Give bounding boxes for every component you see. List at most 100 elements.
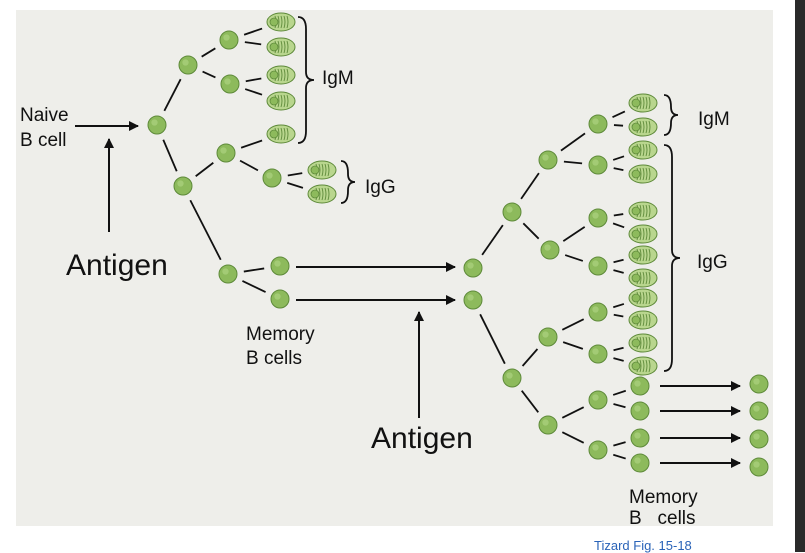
plasma-cell-er-stripe bbox=[318, 163, 321, 177]
b-cell-icon bbox=[218, 264, 238, 284]
plasma-cell-icon bbox=[628, 268, 658, 288]
b-cell-icon bbox=[502, 368, 522, 388]
plasma-cell-er-stripe bbox=[280, 127, 283, 141]
branch-line bbox=[613, 303, 625, 309]
branch-line bbox=[612, 155, 625, 161]
plasma-cell-er-stripe bbox=[645, 313, 648, 327]
branch-line bbox=[520, 172, 540, 200]
cell-highlight bbox=[592, 159, 599, 166]
plasma-cell-body bbox=[628, 164, 658, 184]
b-cell-icon bbox=[630, 376, 650, 396]
memory-b-cells-label-secondary-line2: B cells bbox=[629, 508, 696, 529]
branch-line bbox=[613, 313, 624, 318]
memory-b-cells-label-primary-line2: B cells bbox=[246, 348, 302, 369]
b-cell-icon bbox=[262, 168, 282, 188]
b-cell-icon bbox=[588, 302, 608, 322]
branch-line bbox=[613, 258, 624, 264]
plasma-cell-body bbox=[266, 124, 296, 144]
plasma-cell-nucleus bbox=[631, 315, 641, 325]
plasma-cell-er-stripe bbox=[286, 15, 289, 29]
plasma-cell-er-stripe bbox=[645, 120, 648, 134]
plasma-cell-icon bbox=[628, 288, 658, 308]
igg-primary-brace bbox=[340, 160, 356, 204]
b-cell-icon bbox=[463, 290, 483, 310]
b-cell-icon bbox=[588, 344, 608, 364]
plasma-cell-er-stripe bbox=[639, 291, 642, 305]
branch-line bbox=[613, 441, 626, 447]
b-cell-icon bbox=[749, 374, 769, 394]
cell-highlight bbox=[266, 172, 273, 179]
plasma-cell-icon bbox=[628, 333, 658, 353]
plasma-cell-er-stripe bbox=[283, 68, 286, 82]
plasma-cell-body bbox=[628, 93, 658, 113]
plasma-cell-body bbox=[628, 201, 658, 221]
plasma-cell-er-stripe bbox=[286, 94, 289, 108]
plasma-cell-icon bbox=[628, 245, 658, 265]
cell-highlight bbox=[223, 34, 230, 41]
plasma-cell-icon bbox=[628, 93, 658, 113]
b-cell-icon bbox=[749, 429, 769, 449]
antigen-label-primary: Antigen bbox=[66, 249, 168, 282]
plasma-cell-nucleus bbox=[631, 169, 641, 179]
plasma-cell-er-stripe bbox=[645, 227, 648, 241]
branch-line bbox=[612, 110, 626, 119]
plasma-cell-er-stripe bbox=[648, 167, 651, 181]
plasma-cell-er-stripe bbox=[318, 187, 321, 201]
igm-secondary-brace bbox=[663, 94, 679, 136]
branch-line bbox=[286, 182, 304, 189]
b-cell-icon bbox=[270, 289, 290, 309]
plasma-cell-er-stripe bbox=[324, 163, 327, 177]
cell-highlight bbox=[592, 212, 599, 219]
plasma-cell-nucleus bbox=[631, 229, 641, 239]
cell-highlight bbox=[274, 260, 281, 267]
branch-line bbox=[195, 162, 214, 177]
plasma-cell-icon bbox=[628, 164, 658, 184]
plasma-cell-nucleus bbox=[310, 165, 320, 175]
cell-highlight bbox=[544, 244, 551, 251]
cell-highlight bbox=[753, 405, 760, 412]
plasma-cell-er-stripe bbox=[645, 143, 648, 157]
plasma-cell-er-stripe bbox=[645, 291, 648, 305]
plasma-cell-icon bbox=[628, 201, 658, 221]
plasma-cell-er-stripe bbox=[321, 187, 324, 201]
b-cell-icon bbox=[588, 155, 608, 175]
plasma-cell-icon bbox=[628, 140, 658, 160]
plasma-cell-body bbox=[628, 288, 658, 308]
plasma-cell-er-stripe bbox=[321, 163, 324, 177]
plasma-cell-icon bbox=[307, 184, 337, 204]
plasma-cell-icon bbox=[266, 91, 296, 111]
plasma-cell-er-stripe bbox=[283, 94, 286, 108]
plasma-cell-body bbox=[628, 117, 658, 137]
plasma-cell-icon bbox=[628, 224, 658, 244]
plasma-cell-er-stripe bbox=[327, 187, 330, 201]
branch-line bbox=[562, 341, 584, 350]
plasma-cell-er-stripe bbox=[283, 127, 286, 141]
plasma-cell-body bbox=[628, 245, 658, 265]
plasma-cell-er-stripe bbox=[277, 40, 280, 54]
memory-b-cells-label-primary-line1: Memory bbox=[246, 324, 315, 345]
plasma-cell-er-stripe bbox=[645, 248, 648, 262]
cell-highlight bbox=[634, 457, 641, 464]
cell-highlight bbox=[753, 433, 760, 440]
figure-caption: Tizard Fig. 15-18 bbox=[594, 538, 692, 553]
plasma-cell-er-stripe bbox=[642, 143, 645, 157]
cell-highlight bbox=[542, 419, 549, 426]
b-cell-icon bbox=[220, 74, 240, 94]
branch-line bbox=[561, 406, 585, 419]
plasma-cell-er-stripe bbox=[648, 96, 651, 110]
plasma-cell-icon bbox=[307, 160, 337, 180]
branch-line bbox=[287, 172, 303, 177]
cell-highlight bbox=[592, 306, 599, 313]
plasma-cell-er-stripe bbox=[642, 271, 645, 285]
b-cell-icon bbox=[147, 115, 167, 135]
b-cell-icon bbox=[749, 457, 769, 477]
plasma-cell-er-stripe bbox=[642, 313, 645, 327]
b-cell-icon bbox=[502, 202, 522, 222]
plasma-cell-er-stripe bbox=[277, 94, 280, 108]
branch-line bbox=[613, 357, 624, 362]
plasma-cell-icon bbox=[266, 12, 296, 32]
cell-highlight bbox=[753, 461, 760, 468]
b-cell-icon bbox=[463, 258, 483, 278]
cell-highlight bbox=[467, 294, 474, 301]
branch-line bbox=[561, 431, 585, 444]
